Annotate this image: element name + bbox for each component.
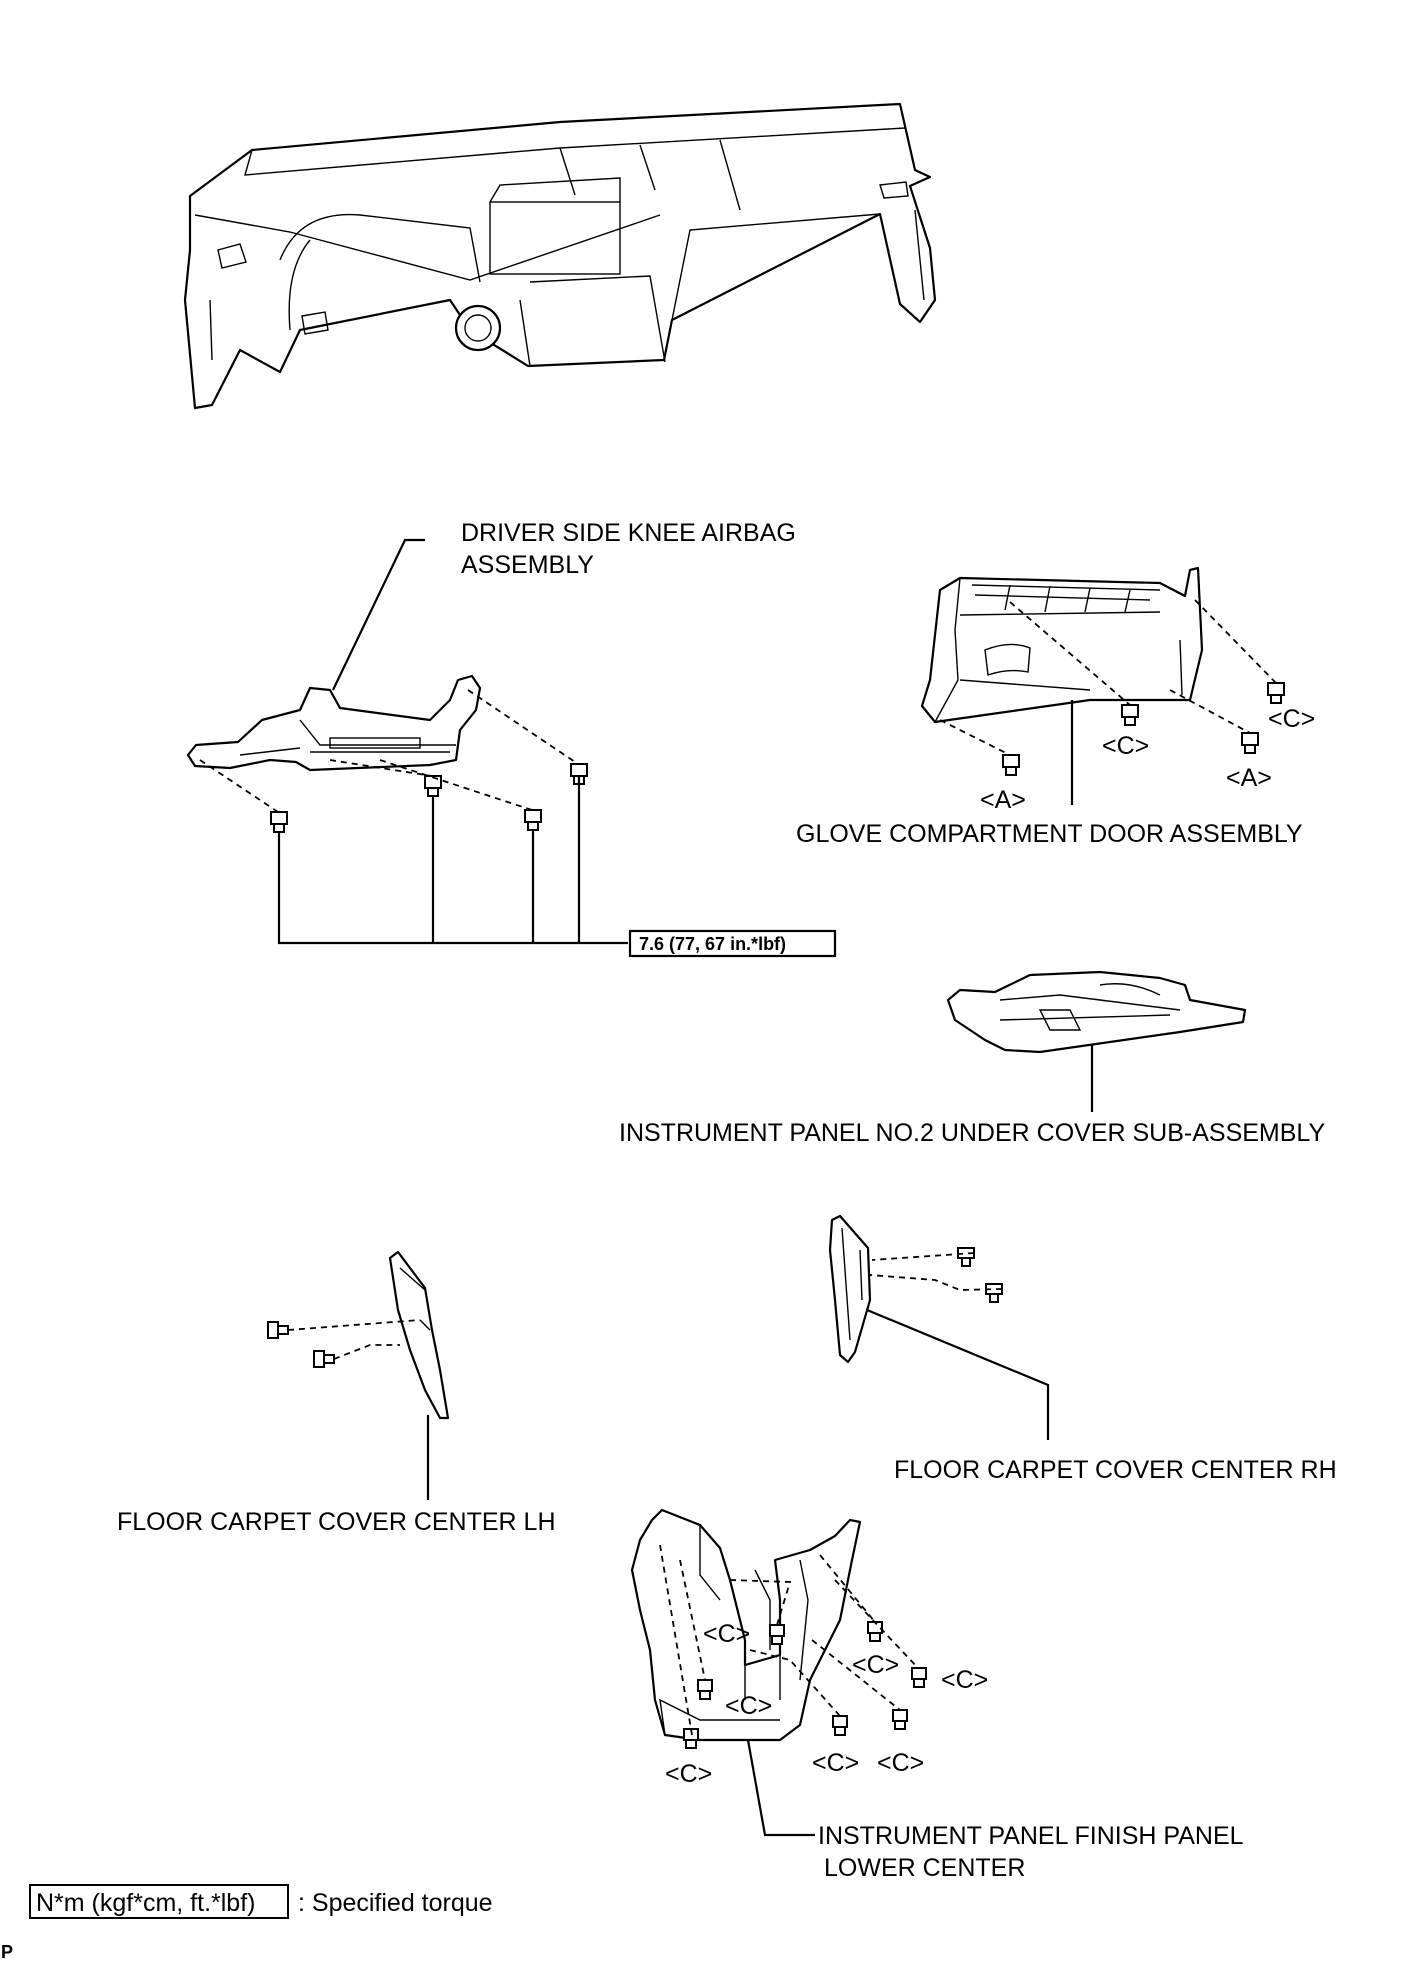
code-c: <C>	[703, 1620, 750, 1648]
code-c: <C>	[1102, 732, 1149, 760]
label-knee-airbag-line1: DRIVER SIDE KNEE AIRBAG	[461, 519, 796, 547]
torque-legend: N*m (kgf*cm, ft.*lbf) : Specified torque	[29, 1884, 493, 1919]
bolt-icon	[832, 1715, 848, 1736]
legend-unit: N*m (kgf*cm, ft.*lbf)	[36, 1889, 255, 1917]
under-cover-part	[946, 970, 1247, 1054]
assembly-dashed-lines	[199, 599, 1277, 1736]
code-c: <C>	[941, 1666, 988, 1694]
clip-icon	[985, 1283, 1003, 1303]
bolt-icon	[697, 1679, 713, 1700]
bolt-icon	[424, 775, 442, 797]
carpet-cover-lh-part	[388, 1250, 450, 1420]
bolt-icon	[1267, 682, 1285, 704]
legend-description: : Specified torque	[298, 1889, 493, 1917]
torque-spec: 7.6 (77, 67 in.*lbf)	[628, 929, 837, 958]
bolt-icon	[867, 1621, 883, 1642]
bolt-icon	[270, 811, 288, 833]
label-glove-compartment: GLOVE COMPARTMENT DOOR ASSEMBLY	[796, 820, 1303, 848]
code-c: <C>	[852, 1651, 899, 1679]
clip-icon	[267, 1321, 289, 1339]
code-c: <C>	[877, 1749, 924, 1777]
code-c: <C>	[665, 1760, 712, 1788]
label-finish-panel-line1: INSTRUMENT PANEL FINISH PANEL	[818, 1822, 1244, 1850]
torque-value: 7.6 (77, 67 in.*lbf)	[639, 934, 786, 954]
clip-code-labels: <A> <A> <C> <C> <C> <C> <C> <C> <C> <C> …	[665, 705, 1315, 1788]
code-a: <A>	[1226, 764, 1272, 792]
clip-icon	[957, 1247, 975, 1267]
bolt-icon	[911, 1667, 927, 1688]
bolt-icon	[524, 809, 542, 831]
code-a: <A>	[980, 786, 1026, 814]
bolt-icon	[683, 1728, 699, 1749]
glove-compartment-part	[920, 566, 1204, 724]
carpet-cover-rh-part	[828, 1214, 872, 1364]
leader-lines	[277, 538, 1094, 1837]
bolt-icon	[1241, 732, 1259, 754]
label-knee-airbag-line2: ASSEMBLY	[461, 551, 594, 579]
instrument-panel-assembly	[183, 102, 937, 410]
label-carpet-rh: FLOOR CARPET COVER CENTER RH	[894, 1456, 1337, 1484]
bolt-icon	[1121, 704, 1139, 726]
knee-airbag-part	[186, 674, 482, 772]
code-c: <C>	[725, 1692, 772, 1720]
finish-panel-part	[630, 1508, 862, 1742]
label-carpet-lh: FLOOR CARPET COVER CENTER LH	[117, 1508, 556, 1536]
code-c: <C>	[812, 1749, 859, 1777]
footer-code: P	[1, 1942, 13, 1961]
bolt-icon	[892, 1709, 908, 1730]
code-c: <C>	[1268, 705, 1315, 733]
label-finish-panel-line2: LOWER CENTER	[824, 1854, 1025, 1882]
bolt-icon	[1002, 754, 1020, 776]
bolt-icon	[769, 1624, 785, 1645]
label-under-cover: INSTRUMENT PANEL NO.2 UNDER COVER SUB-AS…	[619, 1119, 1325, 1147]
clip-icon	[313, 1350, 335, 1368]
